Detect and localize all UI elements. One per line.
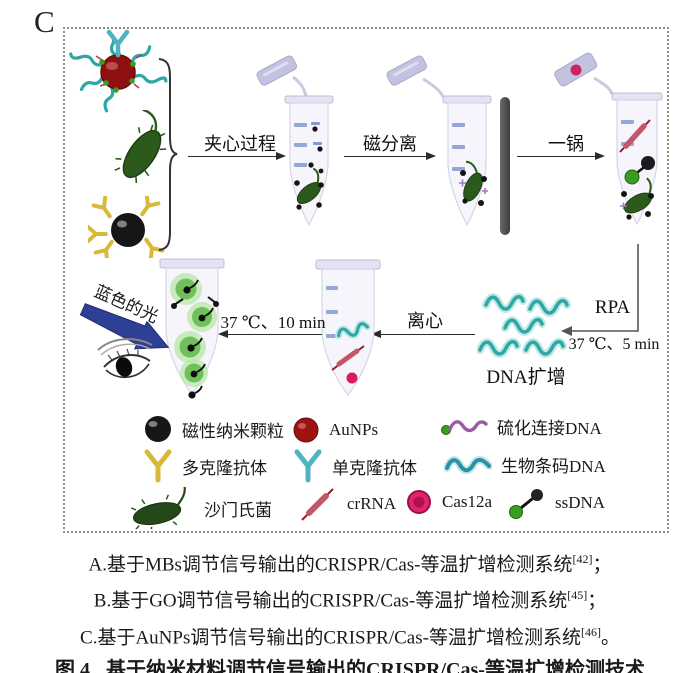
magnetic-separation-label: 磁分离 [363, 134, 417, 154]
reference-superscript: [45] [567, 588, 588, 603]
legend-label: 磁性纳米颗粒 [182, 421, 284, 441]
legend-item: 沙门氏菌 [125, 487, 272, 529]
legend-item: 单克隆抗体 [293, 449, 417, 483]
blue-light-arrow [75, 295, 176, 363]
rpa-condition-label: 37 ℃、5 min [568, 336, 660, 353]
legend-item: 生物条码DNA [444, 452, 606, 477]
figure-title-line: 图 4 基于纳米材料调节信号输出的CRISPR/Cas-等温扩增检测技术 [0, 655, 700, 673]
tube-sandwich [253, 55, 338, 235]
sandwich-step-label: 夹心过程 [204, 134, 276, 154]
incubation-arrow [218, 329, 322, 338]
legend-item: 多克隆抗体 [143, 449, 267, 483]
centrifuge-arrow [371, 329, 475, 338]
legend-item: ssDNA [508, 486, 605, 520]
tube-magnetic-separation [385, 55, 500, 235]
legend-label: crRNA [347, 494, 397, 513]
figure-caption: A.基于MBs调节信号输出的CRISPR/Cas-等温扩增检测系统[42]； B… [0, 544, 700, 673]
legend-item: 磁性纳米颗粒 [143, 414, 284, 444]
sandwich-arrow [188, 151, 286, 160]
aunp-dna-conjugate-icon [66, 28, 171, 120]
magnet-bar [500, 97, 510, 235]
aunp-icon [292, 416, 320, 444]
reference-superscript: [46] [580, 624, 601, 639]
legend-label: ssDNA [555, 493, 606, 512]
dna-amplification-label: DNA扩增 [486, 367, 566, 388]
thiolated-linker-dna-icon [440, 415, 488, 439]
legend-label: 生物条码DNA [501, 457, 606, 476]
legend-label: 硫化连接DNA [497, 419, 602, 438]
legend-label: 多克隆抗体 [182, 458, 267, 478]
salmonella-icon [125, 487, 195, 529]
magnetic-nanoparticle-icon [143, 414, 173, 444]
figure-number: 图 4 [55, 658, 91, 673]
rpa-label: RPA [594, 297, 631, 318]
polyclonal-antibody-icon [143, 449, 173, 483]
caption-line-c: C.基于AuNPs调节信号输出的CRISPR/Cas-等温扩增检测系统[46]。 [80, 624, 620, 648]
dna-amplicon-cluster [477, 286, 573, 364]
mb-antibody-conjugate-icon [88, 196, 168, 258]
ssdna-icon [508, 486, 546, 520]
magnetic-separation-arrow [344, 151, 436, 160]
legend-item: Cas12a [405, 488, 492, 516]
cas12a-icon [405, 488, 433, 516]
legend-label: 单克隆抗体 [332, 458, 417, 478]
dotted-frame [63, 27, 669, 533]
one-pot-arrow [517, 151, 605, 160]
salmonella-target-icon [100, 110, 185, 192]
reference-superscript: [42] [572, 552, 593, 566]
tube-result-fluorescent [156, 257, 228, 409]
legend-item: 硫化连接DNA [440, 414, 602, 439]
centrifuge-label: 离心 [407, 311, 443, 331]
panel-letter: C [34, 4, 55, 39]
legend-label: Cas12a [442, 492, 493, 511]
caption-line-a: A.基于MBs调节信号输出的CRISPR/Cas-等温扩增检测系统[42]； [88, 552, 612, 576]
legend-item: crRNA [298, 484, 396, 524]
biobarcode-dna-icon [444, 454, 492, 476]
one-pot-label: 一锅 [548, 134, 584, 154]
incubation-label: 37 ℃、10 min [220, 313, 326, 332]
monoclonal-antibody-icon [293, 449, 323, 483]
brace [157, 57, 179, 252]
legend-label: 沙门氏菌 [204, 500, 272, 520]
rpa-connector-arrow [560, 242, 645, 337]
tube-cleavage [312, 258, 384, 408]
eye-icon [94, 336, 156, 388]
caption-line-b: B.基于GO调节信号输出的CRISPR/Cas-等温扩增检测系统[45]； [93, 588, 607, 612]
figure-title: 基于纳米材料调节信号输出的CRISPR/Cas-等温扩增检测技术 [106, 658, 645, 673]
legend-item: AuNPs [292, 416, 378, 444]
crrna-icon [298, 484, 338, 524]
tube-one-pot [550, 48, 670, 244]
legend-label: AuNPs [329, 420, 379, 439]
